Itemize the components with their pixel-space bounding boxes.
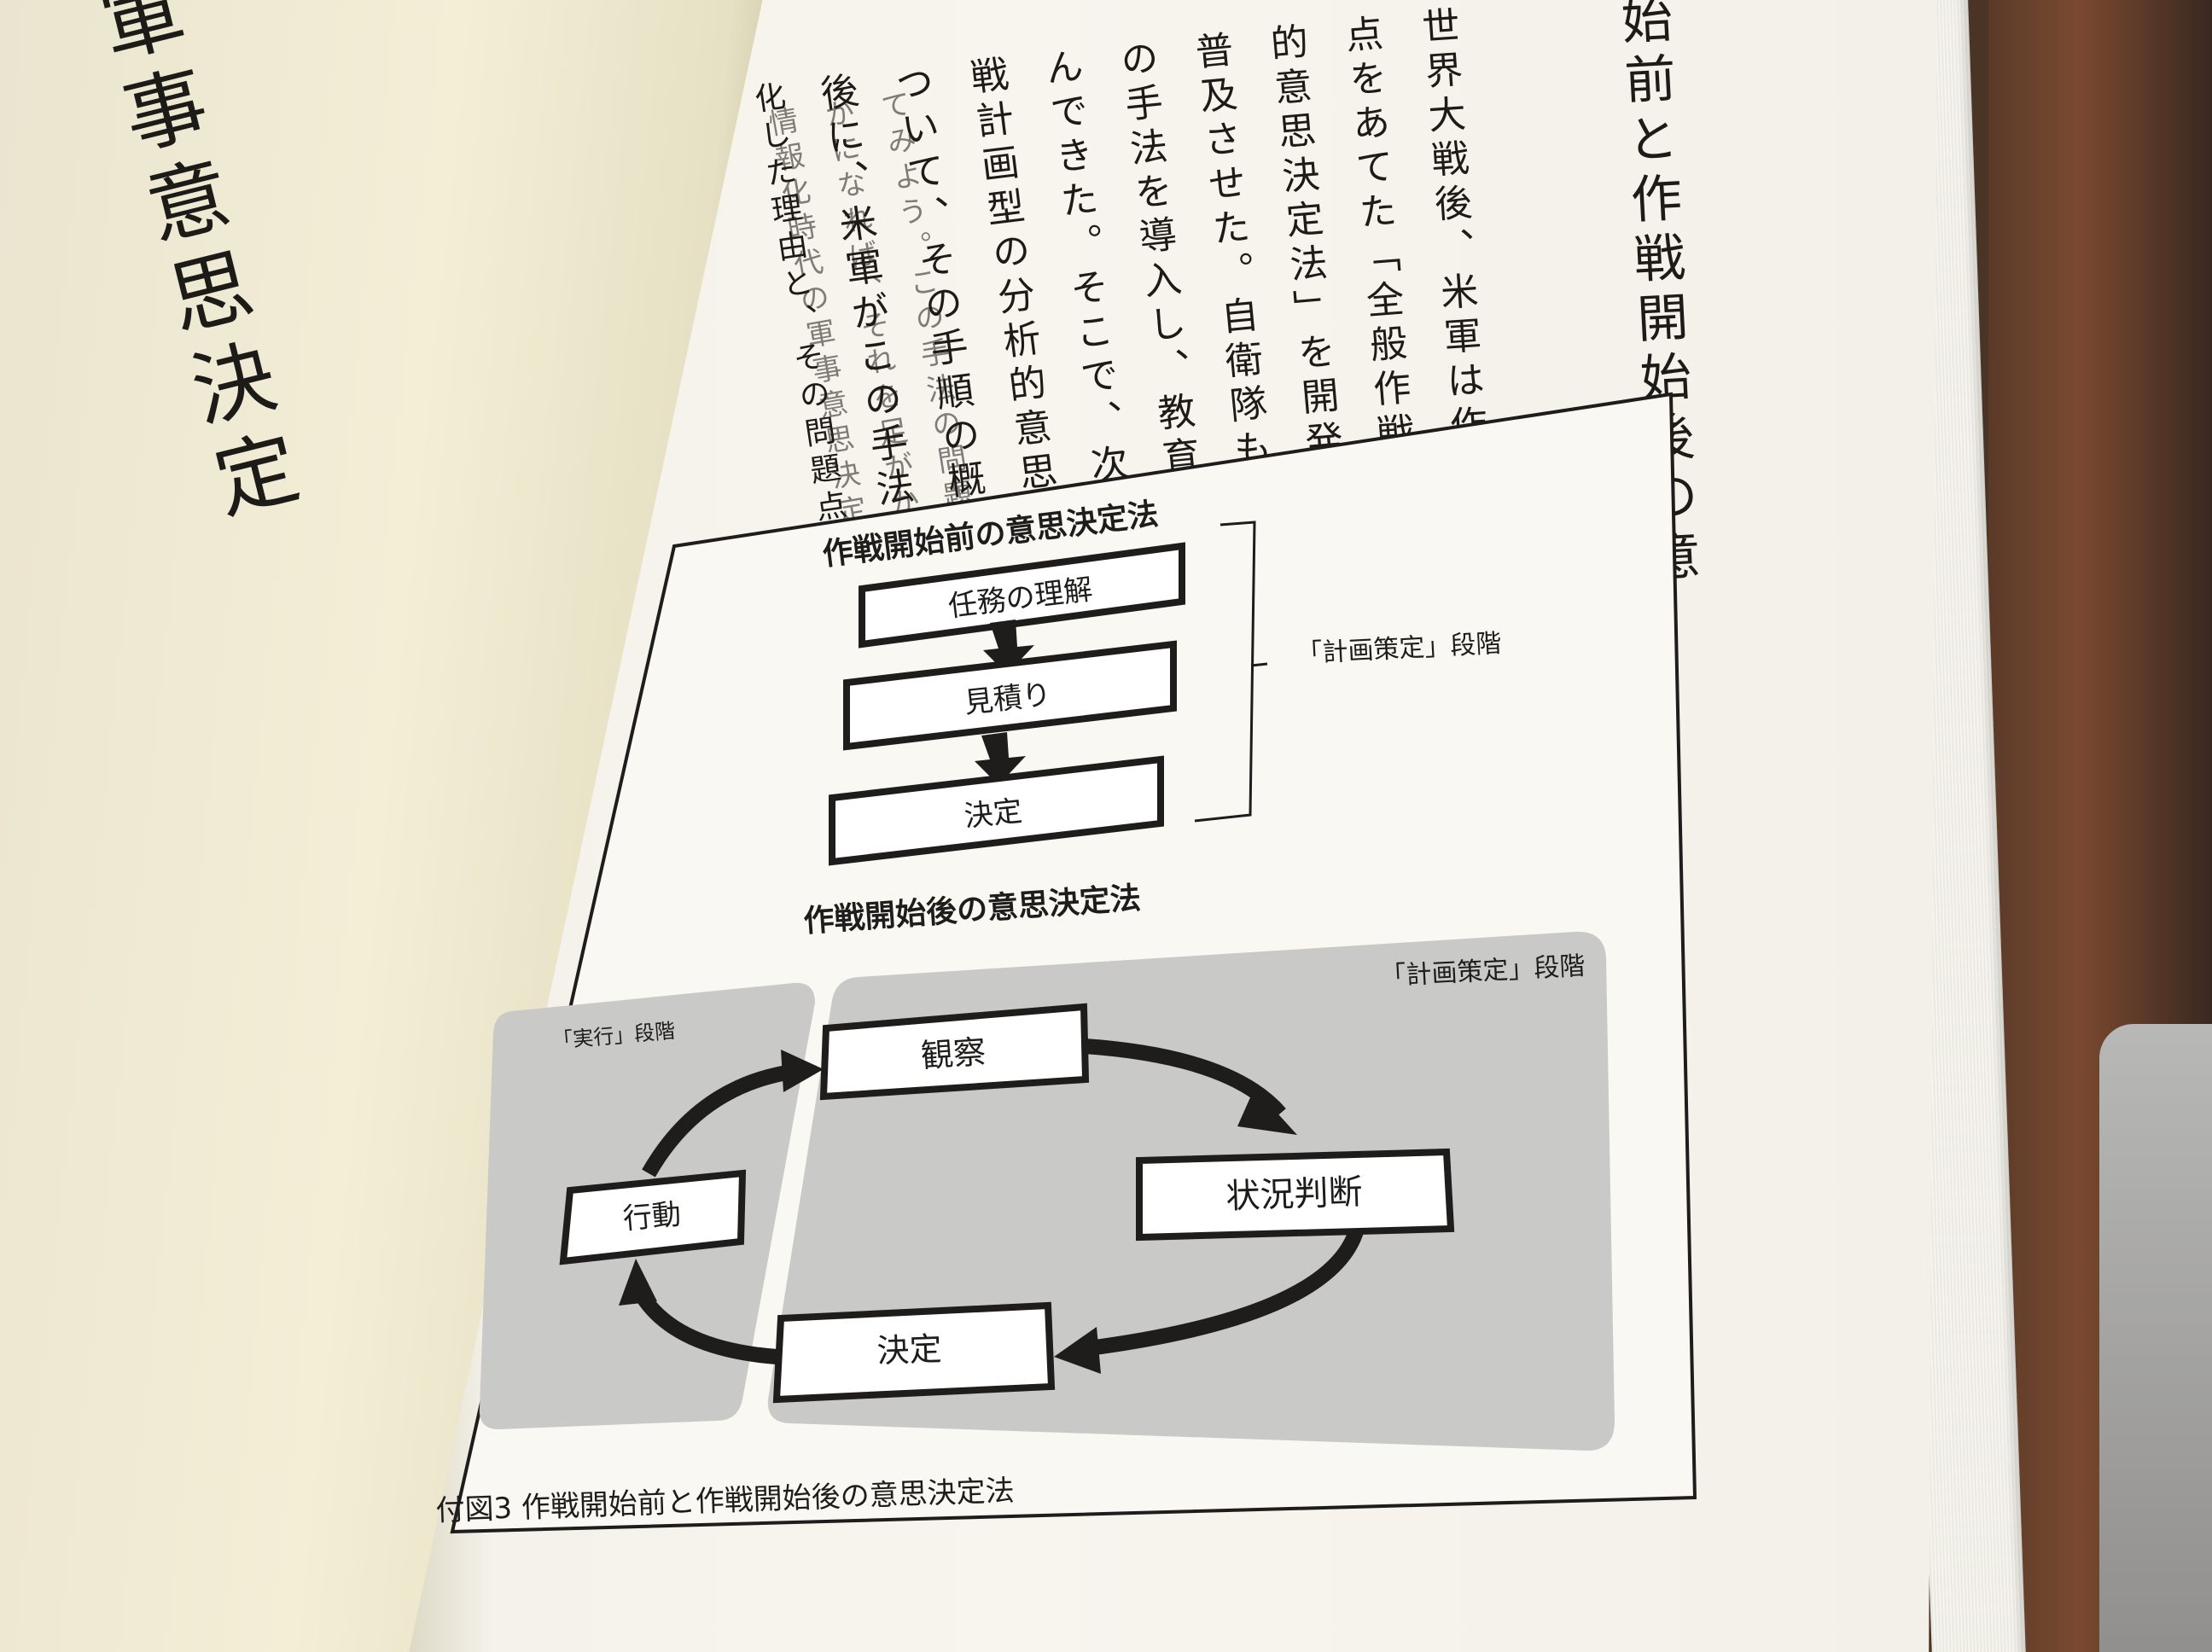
- step-box-decision: [829, 755, 1164, 866]
- cycle-box-decide: [772, 1301, 1056, 1404]
- cycle-label-decide: 決定: [876, 1330, 943, 1370]
- arrowhead-icon: [1237, 1088, 1297, 1135]
- arrowhead-icon: [781, 1050, 824, 1092]
- step-box-estimate: [843, 640, 1177, 751]
- cycle-box-judge: [1136, 1148, 1455, 1242]
- cycle-label-act: 行動: [621, 1197, 682, 1236]
- down-arrow-icon: [983, 620, 1034, 674]
- cycle-box-observe: [819, 1003, 1090, 1101]
- step-label-decision: 決定: [963, 794, 1024, 835]
- cycle-box-act: [559, 1169, 747, 1265]
- background-object: [2099, 1024, 2212, 1652]
- cycle-arrow-act-to-observe: [642, 1063, 800, 1178]
- cycle-arrow-observe-to-judge: [1070, 1038, 1286, 1120]
- bracket-tick: [1250, 662, 1268, 667]
- down-arrow-icon: [975, 732, 1026, 785]
- arrowhead-icon: [619, 1259, 657, 1306]
- step-box-mission: [859, 542, 1185, 649]
- cycle-label-observe: 観察: [920, 1032, 987, 1074]
- arrowhead-icon: [1054, 1327, 1101, 1374]
- planning-bracket: [1194, 521, 1256, 823]
- cycle-label-judge: 状況判断: [1225, 1172, 1364, 1217]
- cycle-arrow-judge-to-decide: [1074, 1226, 1365, 1358]
